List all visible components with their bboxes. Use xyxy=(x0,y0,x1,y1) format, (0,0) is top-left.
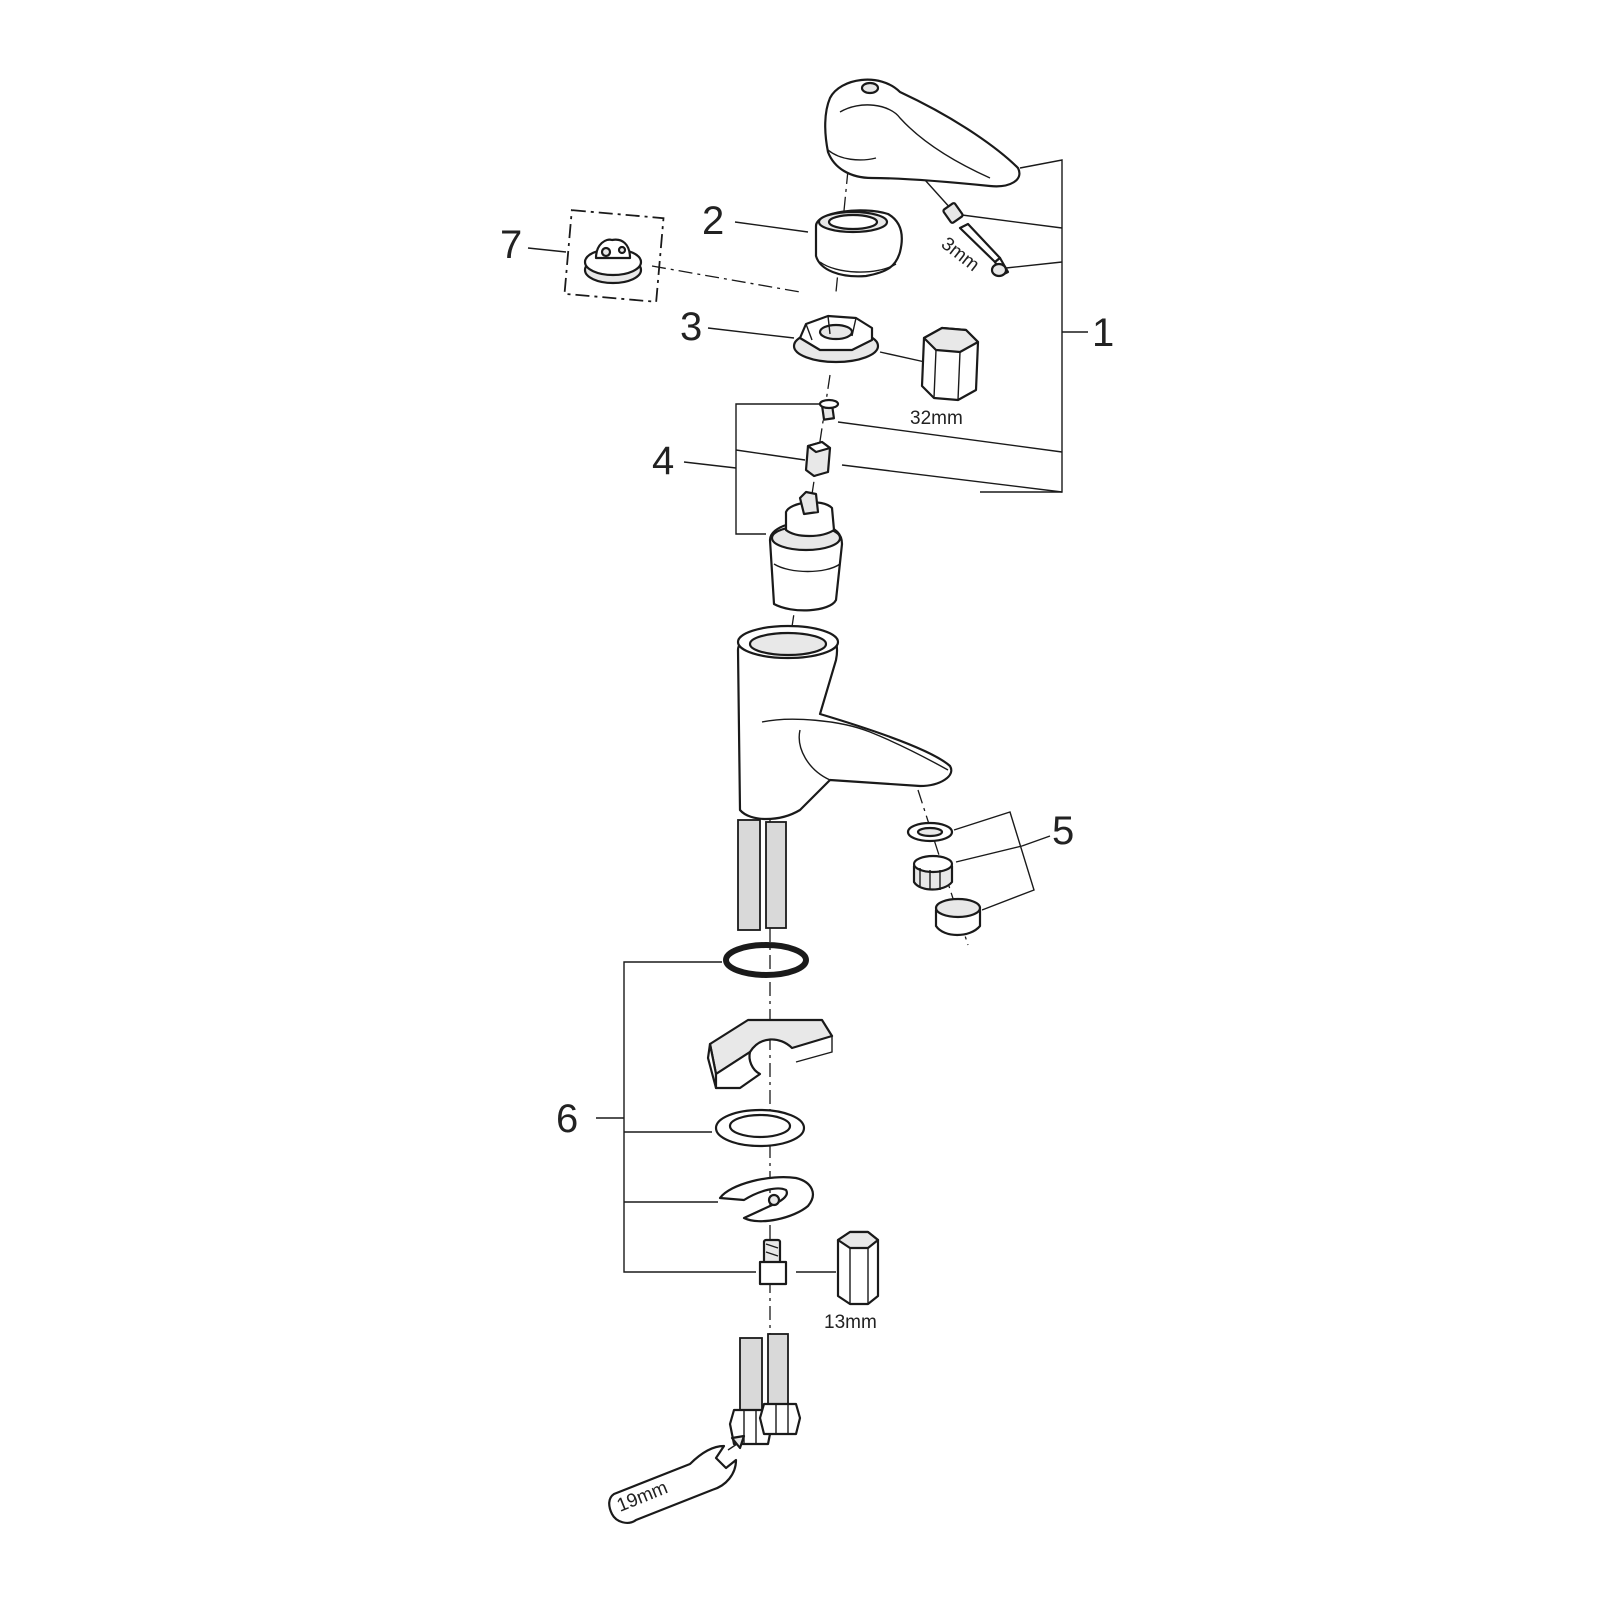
faucet-body-icon xyxy=(736,624,953,820)
threaded-stud-icon xyxy=(758,1238,788,1286)
cap-icon xyxy=(814,209,903,278)
callout-6-bracket xyxy=(623,961,756,1273)
socket-13mm-label: 13mm xyxy=(824,1312,877,1333)
cover-plug-icon xyxy=(990,262,1008,278)
aerator-washer-icon xyxy=(906,821,954,843)
callout-1-number: 1 xyxy=(1092,311,1114,355)
socket-13mm-icon xyxy=(836,1230,880,1306)
countertop-section-icon xyxy=(706,1018,834,1090)
callout-4-bracket xyxy=(735,403,820,535)
callout-2-number: 2 xyxy=(702,199,724,243)
adapter-block-icon xyxy=(804,440,832,478)
callout-7-number: 7 xyxy=(500,223,522,267)
supply-hoses-icon xyxy=(728,1333,802,1446)
part7-axis xyxy=(651,265,801,293)
grub-screw-icon xyxy=(924,179,964,224)
callout-5-bracket xyxy=(953,811,1035,911)
part-7-frame xyxy=(563,209,665,303)
aerator-housing-icon xyxy=(934,897,982,937)
lever-handle-icon xyxy=(824,78,1021,188)
adapter-icon xyxy=(583,238,643,285)
callout-5-number: 5 xyxy=(1052,809,1074,853)
o-ring-gasket-icon xyxy=(723,942,809,978)
nut-icon xyxy=(792,314,880,364)
screw-icon xyxy=(818,398,840,421)
callout-4-number: 4 xyxy=(652,439,674,483)
callout-3-number: 3 xyxy=(680,305,702,349)
callout-6-number: 6 xyxy=(556,1097,578,1141)
aerator-insert-icon xyxy=(912,854,954,891)
washer-plate-icon xyxy=(714,1108,806,1148)
cartridge-icon xyxy=(768,490,844,612)
hose-icon xyxy=(737,819,761,931)
callout-1-bracket xyxy=(980,159,1063,493)
hose-icon xyxy=(765,821,787,929)
socket-32mm-label: 32mm xyxy=(910,408,963,429)
horseshoe-bracket-icon xyxy=(718,1176,814,1223)
wrench-icon xyxy=(608,1434,746,1524)
socket-32mm-icon xyxy=(920,326,980,402)
